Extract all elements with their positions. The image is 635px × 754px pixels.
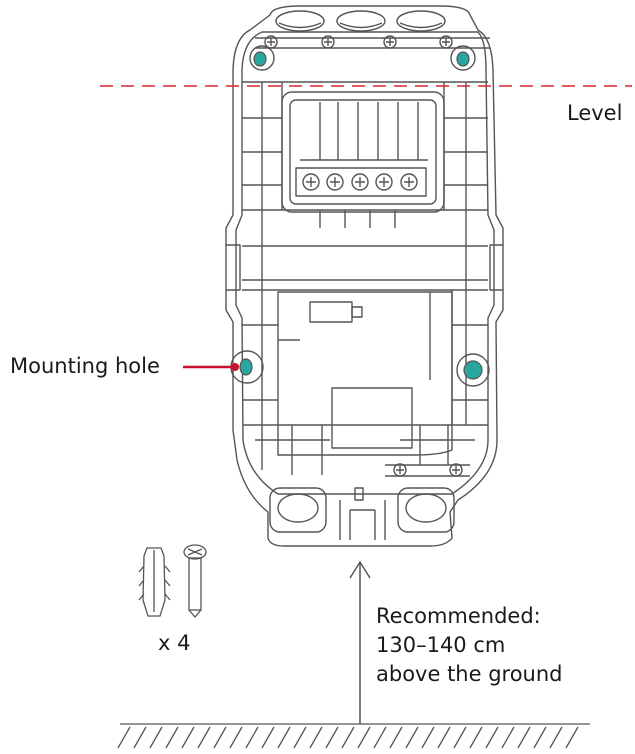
- recommendation-line-1: Recommended:: [376, 604, 541, 628]
- top-screws: [255, 35, 490, 49]
- recommendation-line-3: above the ground: [376, 662, 563, 686]
- side-notches: [226, 244, 503, 291]
- terminal-block: [281, 91, 445, 228]
- mounting-hole-dots: [239, 51, 483, 380]
- screw-icon: [183, 544, 207, 618]
- bracket-outline: [225, 5, 504, 547]
- bracket-inner-outline: [235, 31, 495, 495]
- side-hole-surrounds: [230, 45, 490, 387]
- level-label: Level: [567, 101, 623, 125]
- up-arrow: [349, 560, 371, 724]
- mounting-hole-label: Mounting hole: [10, 354, 160, 378]
- mounting-hole-callout: [183, 363, 239, 371]
- lower-panel: [277, 291, 453, 456]
- bottom-cable-glands: [269, 487, 455, 540]
- quantity-label: x 4: [158, 631, 191, 655]
- bottom-screws: [385, 463, 470, 477]
- top-cable-slots: [275, 10, 446, 32]
- recommendation-line-2: 130–140 cm: [376, 633, 506, 657]
- ground-hatch: [117, 723, 590, 749]
- anchor-icon: [138, 547, 171, 617]
- rib-grid: [242, 81, 488, 475]
